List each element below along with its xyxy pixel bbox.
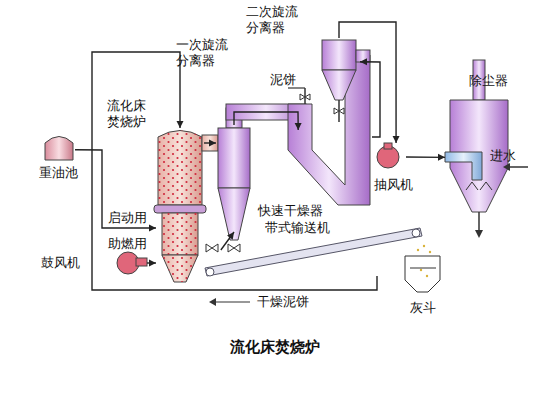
node-label: 除尘器	[469, 73, 521, 89]
feed-leader	[288, 88, 305, 89]
flow-connector	[204, 140, 216, 147]
dust-collector	[445, 60, 528, 238]
node-label: 二次旋流分离器	[246, 4, 300, 37]
flow-connector	[92, 52, 377, 290]
arrow-head	[149, 260, 156, 267]
cyclone-node: 二次旋流分离器	[318, 38, 360, 120]
exhaust-fan	[377, 143, 399, 168]
furnace-body	[154, 131, 218, 283]
node-label: 带式输送机	[265, 220, 343, 236]
connector-line	[234, 112, 298, 130]
conveyor-node: 带式输送机	[205, 232, 420, 276]
hopper-node: 灰斗	[402, 245, 442, 290]
caption: 流化床焚烧炉	[230, 338, 320, 357]
node-label: 快速干燥器	[258, 203, 336, 219]
flow-connector	[234, 112, 302, 130]
arrow-head	[149, 225, 156, 232]
part-label: 泥饼	[270, 72, 296, 88]
fan-node: 抽风机	[374, 143, 406, 171]
flow-connector	[221, 232, 234, 250]
connector-line	[339, 22, 396, 143]
belt-conveyor	[205, 228, 422, 276]
part-label: 启动用	[108, 210, 147, 226]
arrow-head	[209, 140, 216, 147]
flow-connector	[339, 22, 400, 143]
node-label: 灰斗	[410, 300, 449, 316]
connector-line	[92, 52, 377, 290]
connector-line	[75, 150, 156, 228]
arrow-head	[360, 58, 367, 65]
part-label: 进水	[490, 148, 516, 164]
flow-connector	[406, 154, 445, 161]
tank-node: 重油池	[43, 133, 75, 161]
arrow-head	[438, 154, 445, 161]
node-label: 重油池	[39, 165, 78, 181]
secondary-cyclone	[322, 40, 370, 122]
flash-dryer	[288, 55, 370, 205]
fan-node: 鼓风机	[113, 250, 147, 276]
connector-line	[221, 232, 234, 250]
node-label: 鼓风机	[41, 255, 93, 271]
flow-connector	[75, 150, 156, 232]
direction-arrow	[209, 298, 250, 306]
ash-hopper	[405, 245, 440, 292]
flow-connector	[147, 260, 156, 267]
dryer-node: 快速干燥器	[290, 130, 372, 200]
oil-tank	[45, 137, 73, 161]
node-label: 一次旋流分离器	[176, 37, 230, 70]
part-label: 助燃用	[108, 236, 147, 252]
blower-fan	[117, 252, 147, 274]
arrow-head	[393, 136, 400, 143]
flow-connector	[360, 58, 380, 137]
cyclone-node: 一次旋流分离器	[216, 125, 252, 250]
node-label: 流化床焚烧炉	[107, 98, 148, 131]
node-label: 抽风机	[374, 177, 426, 193]
collector-node: 除尘器	[445, 95, 513, 240]
arrow-head	[177, 121, 184, 128]
arrow-head	[227, 232, 234, 240]
furnace-node: 流化床焚烧炉	[156, 128, 204, 278]
arrow-head	[295, 123, 302, 130]
connector-label: 干燥泥饼	[255, 294, 311, 310]
connector-line	[360, 62, 380, 137]
